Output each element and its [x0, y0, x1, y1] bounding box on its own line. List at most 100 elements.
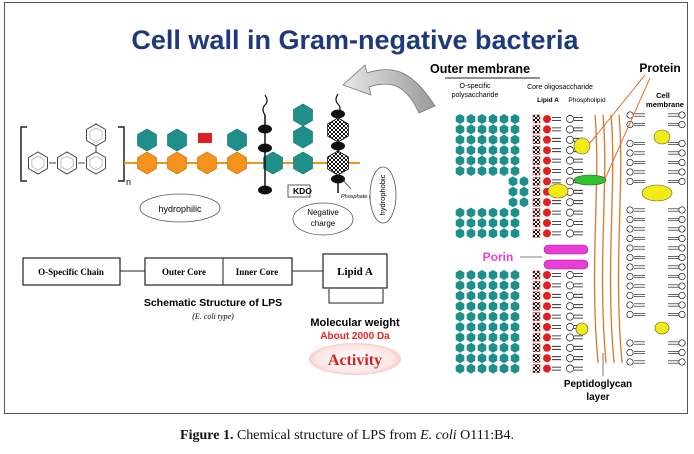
o-specific-sugar [510, 155, 520, 166]
membrane-protein-yellow-3 [575, 322, 589, 336]
cm-tail-inner [668, 360, 679, 364]
o-specific-sugar [455, 280, 465, 291]
lipid-a-head [543, 302, 551, 311]
cell-membrane-protein-3 [654, 321, 670, 335]
o-specific-sugar [488, 342, 498, 353]
o-specific-sugar [510, 363, 520, 374]
phospholipid-head [566, 167, 574, 175]
cm-tail-outer [634, 341, 645, 345]
core-oligosaccharide-label: Core oligosaccharide [527, 84, 593, 91]
cm-tail-inner [668, 350, 679, 355]
lipid-a-tail [552, 283, 561, 288]
phospholipid-tail [574, 231, 583, 236]
phospholipid-head [566, 198, 574, 207]
lipid-a-tail [552, 200, 561, 205]
o-specific-label-line1: O-specific [459, 83, 491, 90]
lipid-a-head [543, 156, 551, 165]
o-specific-sugar [519, 197, 529, 208]
cm-head-inner [678, 272, 686, 281]
peptidoglycan-label-line1: Peptidoglycan [564, 379, 632, 390]
lipid-a-head [543, 135, 551, 144]
phospholipid-head [566, 312, 574, 321]
cm-tail-outer [634, 208, 645, 212]
phosphate-pointer [342, 179, 352, 190]
lipid-a-tail [552, 231, 561, 236]
lipid-a-head [543, 354, 551, 363]
peptidoglycan-strand [609, 114, 615, 364]
lipid-a-phosphate [331, 141, 345, 151]
o-specific-sugar [477, 145, 487, 156]
cm-head-inner [678, 310, 686, 319]
cm-tail-inner [668, 284, 679, 288]
protein-label: Protein [639, 61, 680, 75]
cm-tail-inner [668, 265, 679, 269]
o-specific-sugar [510, 218, 520, 228]
o-specific-sugar [488, 311, 498, 322]
phospholipid-head [566, 229, 574, 238]
phospholipid-tail [574, 221, 583, 225]
o-specific-sugar [499, 363, 509, 374]
o-specific-sugar [455, 342, 465, 353]
mw-label: Molecular weight [310, 317, 400, 329]
negative-charge-bubble [292, 202, 354, 236]
mw-value: About 2000 Da [320, 331, 390, 342]
hydrophobic-bubble [369, 166, 397, 224]
core-unit [532, 208, 541, 217]
cm-head-inner [678, 158, 686, 167]
o-specific-sugar [510, 311, 520, 322]
o-specific-sugar [499, 134, 509, 145]
lipid-a-head [543, 177, 551, 186]
cm-head-inner [678, 206, 686, 214]
lipid-a-tail [552, 158, 561, 163]
cm-head-inner [678, 177, 686, 186]
lipid-a-tail [552, 127, 561, 132]
phospholipid-head [566, 146, 574, 155]
o-specific-sugar [455, 353, 465, 364]
o-specific-sugar [455, 322, 465, 332]
cm-tail-inner [668, 274, 679, 279]
o-specific-sugar [499, 280, 509, 291]
cm-tail-outer [634, 265, 645, 269]
hydrophilic-bubble [139, 193, 221, 223]
peptidoglycan-strand [617, 114, 623, 364]
o-chain-sugar-inner [89, 155, 103, 171]
cm-tail-inner [668, 122, 679, 127]
cm-head-inner [678, 301, 686, 309]
o-specific-sugar [455, 145, 465, 156]
schema-label-lipid-a: Lipid A [337, 266, 373, 278]
figure-caption: Figure 1. Chemical structure of LPS from… [0, 428, 694, 444]
o-specific-sugar [510, 301, 520, 312]
lipid-a-tail [552, 356, 561, 361]
membrane-protein-yellow [573, 137, 591, 155]
lipid-a-label: Lipid A [537, 97, 559, 104]
phosphate-dot [258, 124, 272, 134]
cm-head-outer [626, 215, 634, 224]
core-sugar-orange [197, 151, 217, 175]
phospholipid-tail [574, 345, 583, 350]
o-specific-sugar [455, 311, 465, 322]
core-sugar-orange [167, 151, 187, 175]
o-specific-sugar [477, 280, 487, 291]
o-specific-sugar [477, 353, 487, 364]
peptidoglycan-label-line2: layer [586, 392, 609, 403]
cm-head-outer [626, 149, 634, 157]
o-specific-sugar [455, 134, 465, 145]
core-unit [532, 322, 541, 332]
phosphate-dot [258, 185, 272, 195]
o-specific-sugar [455, 290, 465, 301]
lipid-a-head [543, 323, 551, 331]
cm-tail-inner [668, 303, 679, 307]
cm-head-inner [678, 234, 686, 243]
o-specific-sugar [466, 322, 476, 332]
lipid-a-head [543, 229, 551, 238]
o-specific-sugar [455, 332, 465, 343]
o-specific-sugar [466, 114, 476, 124]
o-specific-sugar [510, 280, 520, 291]
o-specific-sugar [466, 270, 476, 280]
cm-tail-inner [668, 227, 679, 231]
lipid-a-tail [552, 273, 561, 277]
porin-top [543, 244, 589, 255]
o-specific-sugar [455, 218, 465, 228]
o-specific-sugar [455, 207, 465, 218]
o-specific-sugar [499, 124, 509, 135]
